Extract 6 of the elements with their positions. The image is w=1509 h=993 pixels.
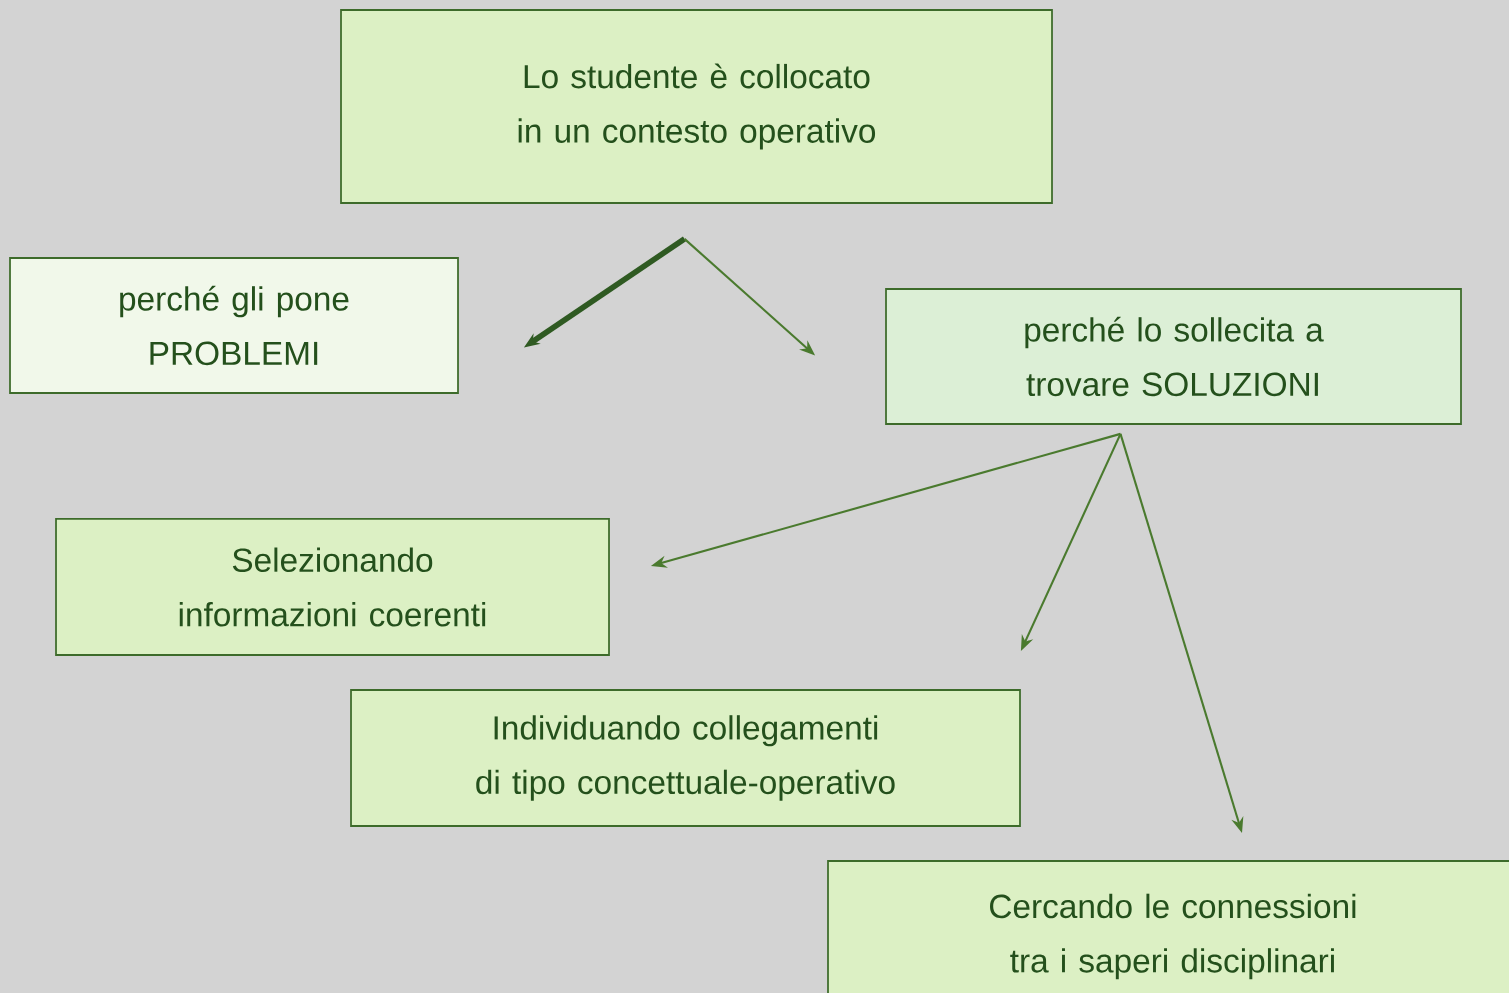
text-box: Lo studente è collocato in un contesto operativo bbox=[340, 9, 1053, 204]
text-box: Selezionando informazioni coerenti bbox=[55, 518, 610, 656]
text-box: perché lo sollecita a trovare SOLUZIONI bbox=[885, 288, 1462, 425]
text-box: Individuando collegamenti di tipo concettuale-operativo bbox=[350, 689, 1021, 827]
text-box: perché gli pone PROBLEMI bbox=[9, 257, 459, 394]
text-box: Cercando le connessioni tra i saperi disciplinari bbox=[827, 860, 1509, 993]
